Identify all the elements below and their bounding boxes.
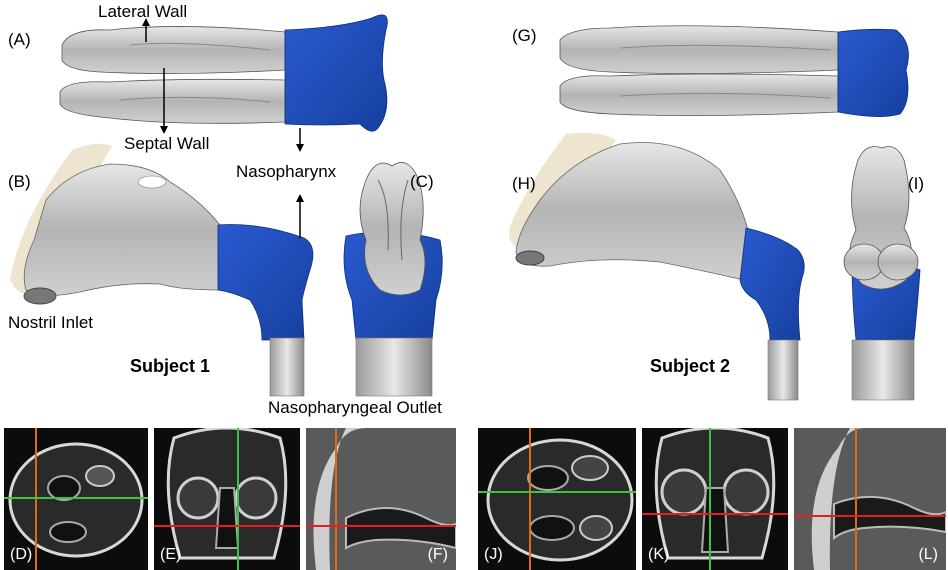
ct-sagittal-subject2: (L)	[794, 428, 946, 570]
ct-sagittal-subject2-image	[794, 428, 946, 570]
panel-label-f: (F)	[427, 546, 448, 563]
panel-label-c: (C)	[410, 172, 434, 191]
ct-axial-subject1-image	[4, 428, 148, 570]
nasopharyngeal-outlet-label: Nasopharyngeal Outlet	[268, 398, 442, 417]
ct-coronal-subject1: (E)	[154, 428, 300, 570]
airway-models-canvas	[10, 14, 921, 401]
panel-label-h: (H)	[512, 174, 536, 193]
ct-coronal-subject2-image	[642, 428, 788, 570]
ct-coronal-subject2: (K)	[642, 428, 788, 570]
ct-sagittal-subject1: (F)	[306, 428, 456, 570]
lateral-wall-label: Lateral Wall	[98, 2, 188, 21]
panel-label-j: (J)	[484, 546, 503, 563]
subject2-side-view-model	[509, 132, 805, 401]
nostril-inlet-label: Nostril Inlet	[8, 313, 94, 332]
septal-wall-label: Septal Wall	[124, 134, 210, 153]
ct-axial-subject2: (J)	[478, 428, 636, 570]
ct-axial-subject1: (D)	[4, 428, 148, 570]
panel-label-e: (E)	[160, 546, 182, 563]
ct-sagittal-subject1-image	[306, 428, 456, 570]
subject2-label: Subject 2	[650, 356, 731, 376]
panel-label-k: (K)	[648, 546, 670, 563]
panel-label-a: (A)	[8, 30, 31, 49]
panel-label-d: (D)	[10, 546, 33, 563]
subject1-front-view-model	[343, 162, 443, 397]
subject1-side-view-model	[10, 143, 314, 397]
ct-coronal-subject1-image	[154, 428, 300, 570]
subject2-front-view-model	[843, 146, 921, 401]
nasopharynx-label: Nasopharynx	[236, 162, 337, 181]
panel-label-l: (L)	[918, 546, 938, 563]
subject1-top-view-model	[59, 14, 388, 152]
panel-label-i: (I)	[908, 174, 925, 193]
ct-axial-subject2-image	[478, 428, 636, 570]
panel-label-g: (G)	[512, 26, 537, 45]
subject2-top-view-model	[559, 25, 909, 117]
panel-label-b: (B)	[8, 172, 31, 191]
subject1-label: Subject 1	[130, 356, 211, 376]
